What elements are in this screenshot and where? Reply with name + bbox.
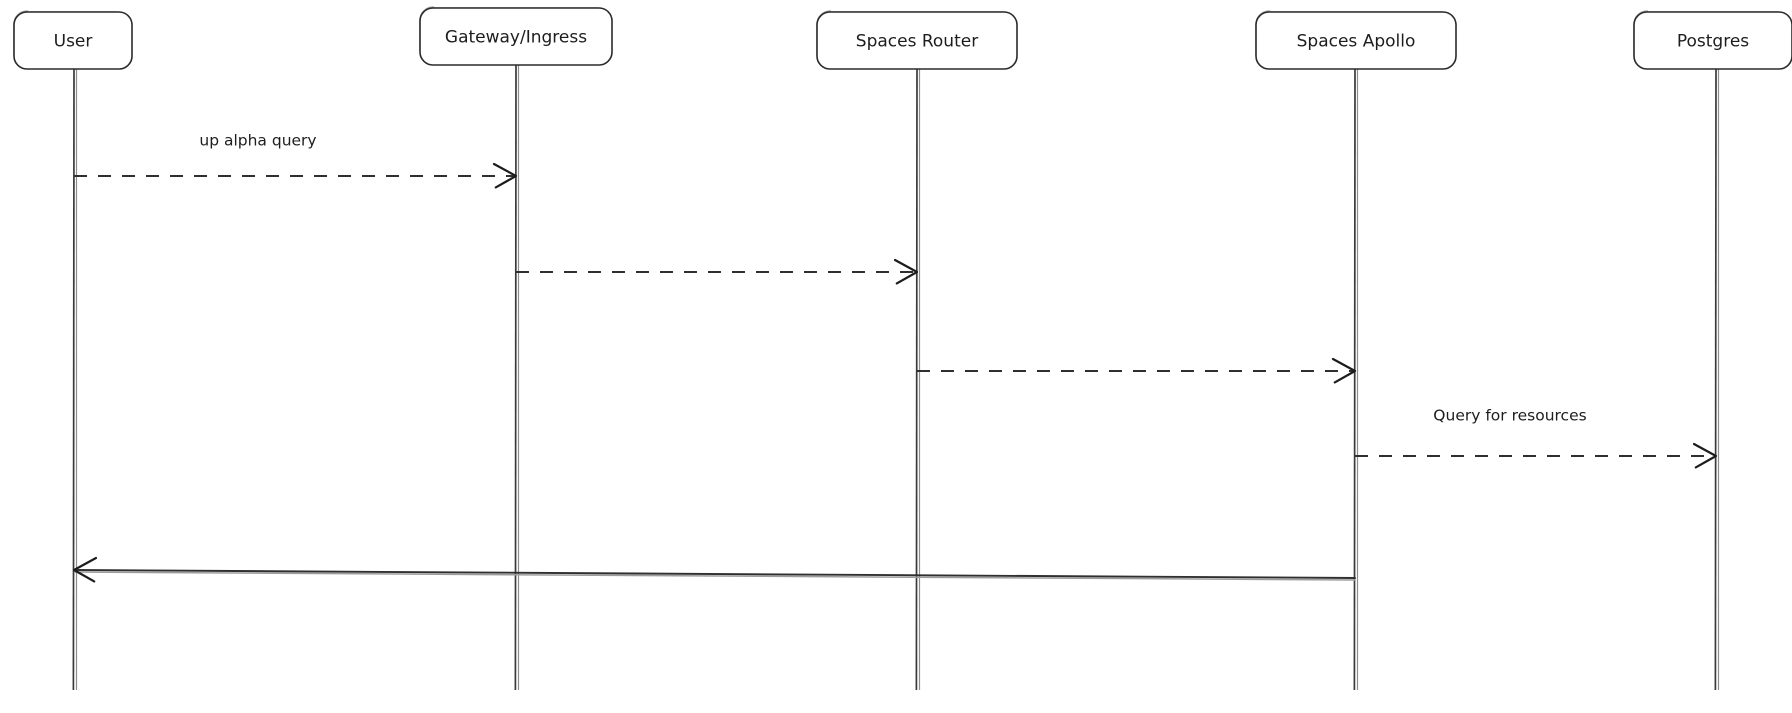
participant-label-postgres: Postgres xyxy=(1677,32,1749,52)
participant-spaces-router[interactable]: Spaces Router xyxy=(816,10,1018,70)
message-msg-gateway-to-router[interactable] xyxy=(516,258,919,285)
message-line-msg-return-to-user xyxy=(73,569,1356,579)
lifeline-spaces-apollo xyxy=(1353,68,1356,691)
arrowhead-msg-gateway-to-router xyxy=(893,258,919,285)
arrowhead-msg-return-to-user xyxy=(72,556,98,583)
message-line-sketch-msg-return-to-user xyxy=(73,571,1356,581)
arrowhead-msg-router-to-apollo xyxy=(1331,357,1357,384)
arrowhead-msg-query-for-resources xyxy=(1692,442,1718,469)
participant-box-gateway xyxy=(419,7,613,66)
lifeline-spaces-router xyxy=(915,68,918,691)
participants-group: User Gateway/Ingress Spaces Router Spaces A… xyxy=(13,6,1792,70)
participant-label-spaces-apollo: Spaces Apollo xyxy=(1297,32,1416,52)
participant-gateway[interactable]: Gateway/Ingress xyxy=(419,6,613,66)
message-label-msg-query-for-resources: Query for resources xyxy=(1433,407,1586,425)
message-msg-up-alpha-query[interactable]: up alpha query xyxy=(74,132,518,189)
participant-label-user: User xyxy=(54,32,93,52)
participant-box-user xyxy=(13,11,133,70)
participant-user[interactable]: User xyxy=(13,10,133,70)
lifeline-gateway xyxy=(514,64,517,691)
arrowhead-msg-up-alpha-query xyxy=(492,162,518,189)
participant-postgres[interactable]: Postgres xyxy=(1633,10,1792,70)
lifelines-group xyxy=(72,64,1720,691)
message-msg-query-for-resources[interactable]: Query for resources xyxy=(1355,407,1718,469)
participant-box-spaces-router xyxy=(816,11,1018,70)
lifeline-user xyxy=(72,68,75,691)
message-msg-return-to-user[interactable] xyxy=(72,556,1356,583)
participant-box-postgres xyxy=(1633,11,1792,70)
message-msg-router-to-apollo[interactable] xyxy=(917,357,1357,384)
participant-box-spaces-apollo xyxy=(1255,11,1457,70)
lifeline-postgres xyxy=(1714,68,1717,691)
participant-label-spaces-router: Spaces Router xyxy=(856,32,978,52)
message-label-msg-up-alpha-query: up alpha query xyxy=(199,132,316,150)
participant-spaces-apollo[interactable]: Spaces Apollo xyxy=(1255,10,1457,70)
participant-label-gateway: Gateway/Ingress xyxy=(445,28,587,48)
